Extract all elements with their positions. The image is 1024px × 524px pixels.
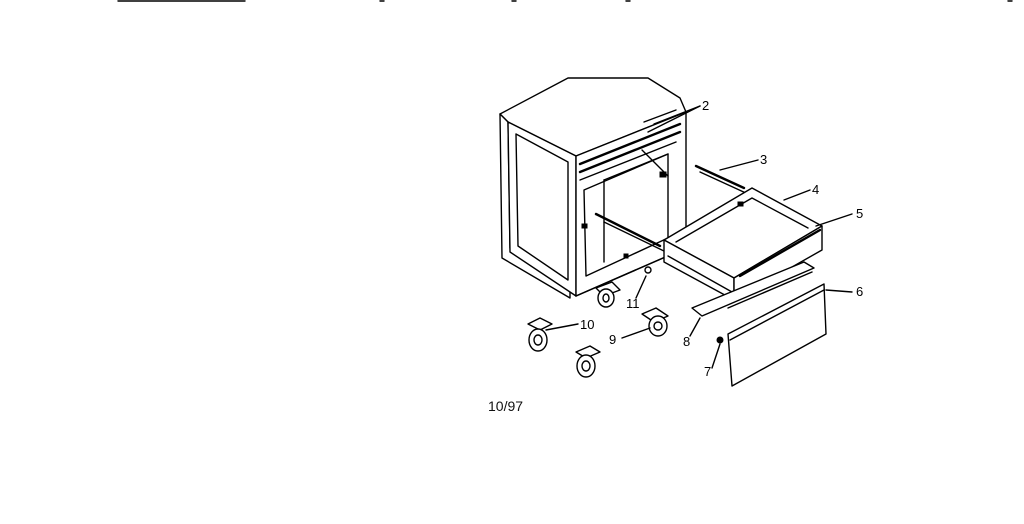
slide-rail bbox=[694, 164, 749, 195]
cabinet-body bbox=[499, 77, 687, 299]
caster-swivel bbox=[641, 307, 669, 337]
date-code: 10/97 bbox=[488, 398, 524, 414]
callout-2: 2 bbox=[702, 98, 709, 113]
drawer-front-panel bbox=[727, 283, 827, 387]
callout-9: 9 bbox=[609, 332, 616, 347]
callout-labels: 2 3 4 5 6 7 8 9 10 11 bbox=[580, 98, 863, 379]
callout-4: 4 bbox=[812, 182, 819, 197]
screw bbox=[716, 336, 724, 344]
drawer bbox=[663, 187, 823, 301]
callout-8: 8 bbox=[683, 334, 690, 349]
leader-lines bbox=[545, 105, 853, 369]
callout-5: 5 bbox=[856, 206, 863, 221]
caster-under-cabinet bbox=[595, 281, 621, 308]
callout-10: 10 bbox=[580, 317, 594, 332]
caster-rigid bbox=[527, 317, 553, 352]
callout-3: 3 bbox=[760, 152, 767, 167]
fastener bbox=[644, 266, 652, 274]
drawer-channel bbox=[691, 261, 815, 317]
callout-11: 11 bbox=[626, 296, 640, 311]
callout-7: 7 bbox=[704, 364, 711, 379]
caster-bottom bbox=[575, 345, 601, 378]
callout-6: 6 bbox=[856, 284, 863, 299]
